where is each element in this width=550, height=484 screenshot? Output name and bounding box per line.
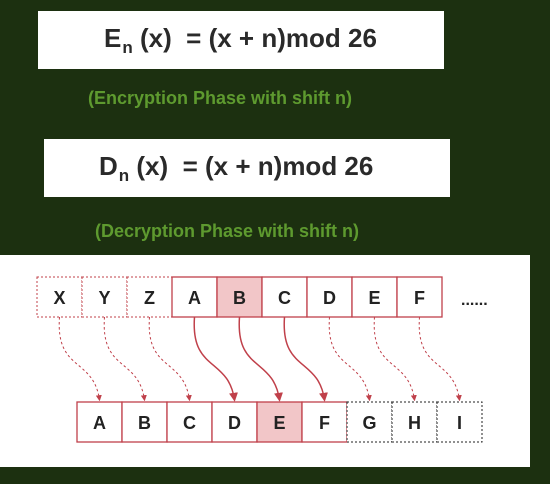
ciphertext-cell-c [166, 401, 213, 443]
decryption-caption: (Decryption Phase with shift n) [95, 221, 360, 241]
plaintext-cell-a [171, 276, 218, 318]
encryption-formula-rest: (x) = (x + n)mod 26 [132, 22, 377, 53]
shift-diagram: X Y Z A B C D E F A B C D E F G H I ...... [36, 276, 488, 443]
plaintext-cell-x [36, 276, 83, 318]
ciphertext-letter-d: D [228, 413, 241, 433]
shift-arrow-d-to-g [328, 316, 372, 402]
plaintext-letter-c: C [278, 288, 291, 308]
shift-arrow-b-to-e [238, 316, 283, 402]
plaintext-letter-d: D [323, 288, 336, 308]
shift-arrow-z-to-c [148, 316, 192, 402]
ciphertext-letter-b: B [138, 413, 151, 433]
encryption-subscript: n [122, 37, 133, 57]
ciphertext-letter-h: H [408, 413, 421, 433]
shift-arrow-e-to-h [373, 316, 417, 402]
ciphertext-letter-a: A [93, 413, 106, 433]
decryption-formula-rest: (x) = (x + n)mod 26 [129, 150, 374, 181]
plaintext-cell-d [306, 276, 353, 318]
plaintext-letter-e: E [368, 288, 380, 308]
decryption-function-letter: D [99, 150, 118, 181]
shift-diagram-panel: X Y Z A B C D E F A B C D E F G H I ...... [0, 255, 530, 467]
ciphertext-letter-c: C [183, 413, 196, 433]
decryption-formula: Dn (x) = (x + n)mod 26 [44, 139, 450, 197]
shift-arrow-y-to-b [103, 316, 147, 402]
ciphertext-cell-g [346, 401, 393, 443]
plaintext-cell-z [126, 276, 173, 318]
decryption-subscript: n [118, 165, 130, 185]
plaintext-letter-y: Y [98, 288, 110, 308]
shift-arrow-a-to-d [193, 316, 238, 402]
encryption-function-letter: E [104, 22, 122, 53]
shift-arrows [58, 316, 462, 402]
ciphertext-cell-f [301, 401, 348, 443]
ciphertext-cell-a [76, 401, 123, 443]
encryption-formula-text: En (x) = (x + n)mod 26 [104, 23, 377, 58]
ciphertext-cell-e [256, 401, 303, 443]
plaintext-letter-x: X [53, 288, 65, 308]
decryption-formula-text: Dn (x) = (x + n)mod 26 [99, 151, 373, 186]
plaintext-letter-z: Z [144, 288, 155, 308]
plaintext-cell-f [396, 276, 443, 318]
plaintext-letter-a: A [188, 288, 201, 308]
ciphertext-letter-f: F [319, 413, 330, 433]
ciphertext-letter-i: I [457, 413, 462, 433]
ciphertext-letter-g: G [362, 413, 376, 433]
ciphertext-row: A B C D E F G H I [76, 401, 483, 443]
encryption-formula: En (x) = (x + n)mod 26 [38, 11, 444, 69]
plaintext-cell-e [351, 276, 398, 318]
plaintext-letter-b: B [233, 288, 246, 308]
plaintext-letter-f: F [414, 288, 425, 308]
plaintext-cell-y [81, 276, 128, 318]
encryption-caption: (Encryption Phase with shift n) [88, 88, 353, 108]
shift-arrow-f-to-i [418, 316, 462, 402]
continuation-dots: ...... [461, 292, 488, 309]
shift-arrow-x-to-a [58, 316, 102, 402]
plaintext-cell-b [216, 276, 263, 318]
ciphertext-cell-i [436, 401, 483, 443]
shift-arrow-c-to-f [283, 316, 328, 402]
ciphertext-letter-e: E [273, 413, 285, 433]
